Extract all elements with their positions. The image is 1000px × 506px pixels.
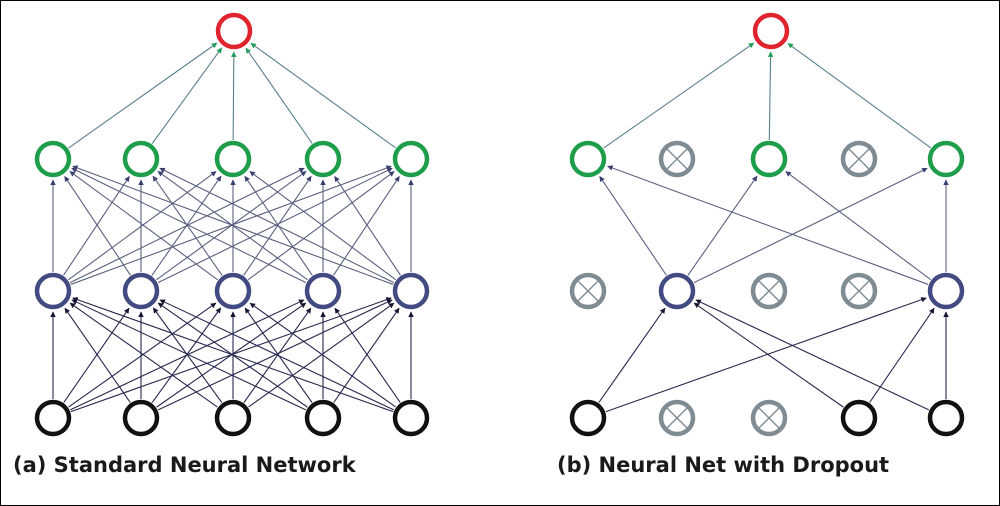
standard-edge-input-hidden1 [69, 302, 218, 408]
dropout-edge-input-hidden1 [598, 307, 666, 403]
standard-edge-input-hidden1 [72, 297, 394, 413]
standard-edge-hidden1-hidden2 [71, 167, 307, 284]
standard-edge-hidden1-hidden2 [159, 167, 395, 284]
standard-hidden2-neuron [392, 140, 430, 178]
dropout-hidden2-neuron [750, 140, 788, 178]
dropout-edge-hidden1-hidden2 [687, 175, 758, 276]
standard-input-neuron [34, 399, 72, 437]
dropout-edge-input-hidden1 [695, 299, 930, 411]
standard-edge-input-hidden1 [249, 302, 396, 408]
standard-edge-hidden1-hidden2 [249, 171, 397, 281]
dropout-edge-hidden1-hidden2 [607, 165, 929, 285]
dropout-input-neuron [840, 399, 878, 437]
standard-edge-input-hidden1 [151, 307, 222, 403]
dropout-hidden2-neuron-dropped [658, 140, 696, 178]
dropout-edge-input-hidden1 [869, 307, 935, 403]
standard-hidden1-neuron [122, 272, 160, 310]
dropout-edge-hidden1-hidden2 [785, 171, 932, 281]
standard-edge-hidden1-hidden2 [152, 175, 223, 276]
standard-edge-hidden1-hidden2 [333, 176, 400, 276]
standard-edge-hidden2-output [151, 47, 223, 144]
standard-edge-input-hidden1 [64, 307, 131, 403]
standard-hidden2-neuron [304, 140, 342, 178]
standard-input-neuron [392, 399, 430, 437]
standard-edge-input-hidden1 [63, 307, 130, 403]
standard-edge-hidden1-hidden2 [63, 176, 130, 276]
dropout-hidden1-neuron [658, 272, 696, 310]
standard-input-neuron [304, 399, 342, 437]
standard-edge-hidden1-hidden2 [64, 176, 131, 276]
dropout-hidden1-neuron-dropped [840, 272, 878, 310]
standard-edge-hidden2-output [68, 42, 218, 149]
standard-hidden2-neuron [34, 140, 72, 178]
dropout-hidden1-neuron-dropped [750, 272, 788, 310]
standard-hidden1-neuron [304, 272, 342, 310]
standard-output-neuron [215, 12, 253, 50]
standard-edge-input-hidden1 [159, 299, 395, 411]
dropout-edge-hidden2-output [767, 51, 774, 141]
standard-edge-hidden1-hidden2 [247, 171, 395, 281]
standard-edge-hidden2-output [231, 51, 237, 141]
standard-input-neuron [214, 399, 252, 437]
standard-edge-hidden1-hidden2 [72, 165, 394, 285]
dropout-hidden2-neuron-dropped [840, 140, 878, 178]
standard-edge-input-hidden1 [71, 299, 307, 411]
dropout-edge-input-hidden1 [605, 297, 927, 413]
dropout-edge-hidden1-hidden2 [693, 167, 928, 284]
dropout-input-neuron-dropped [658, 399, 696, 437]
dropout-input-neuron [927, 399, 965, 437]
standard-edge-hidden2-output [245, 47, 313, 144]
dropout-output-neuron [752, 12, 790, 50]
standard-edge-hidden1-hidden2 [151, 175, 222, 276]
dropout-input-neuron-dropped [750, 399, 788, 437]
standard-edge-input-hidden1 [157, 299, 393, 411]
standard-hidden2-neuron [122, 140, 160, 178]
standard-edge-hidden1-hidden2 [156, 170, 307, 281]
standard-edge-hidden1-hidden2 [67, 170, 217, 281]
dropout-hidden1-neuron-dropped [569, 272, 607, 310]
dropout-edge-hidden2-output [603, 42, 755, 149]
standard-edge-hidden1-hidden2 [157, 167, 393, 284]
dropout-hidden1-neuron [927, 272, 965, 310]
dropout-edge-input-hidden1 [693, 302, 844, 408]
standard-hidden1-neuron [34, 272, 72, 310]
standard-edge-hidden1-hidden2 [69, 170, 219, 281]
standard-edge-input-hidden1 [152, 307, 223, 403]
dropout-input-neuron [569, 399, 607, 437]
dropout-hidden2-neuron [927, 140, 965, 178]
connections [50, 42, 949, 413]
standard-hidden1-neuron [392, 272, 430, 310]
standard-edge-hidden1-hidden2 [334, 176, 401, 276]
standard-edge-input-hidden1 [156, 302, 307, 408]
standard-edge-hidden2-output [250, 42, 396, 149]
dropout-hidden2-neuron [569, 140, 607, 178]
dropout-edge-hidden2-output [787, 42, 931, 149]
standard-edge-input-hidden1 [68, 302, 217, 408]
caption-standard-network: (a) Standard Neural Network [13, 453, 356, 477]
dropout-edge-hidden1-hidden2 [599, 175, 667, 276]
neurons [34, 12, 965, 437]
standard-hidden1-neuron [214, 272, 252, 310]
standard-edge-input-hidden1 [334, 307, 401, 403]
standard-input-neuron [122, 399, 160, 437]
caption-dropout-network: (b) Neural Net with Dropout [557, 453, 890, 477]
standard-edge-input-hidden1 [248, 302, 395, 408]
standard-hidden2-neuron [214, 140, 252, 178]
